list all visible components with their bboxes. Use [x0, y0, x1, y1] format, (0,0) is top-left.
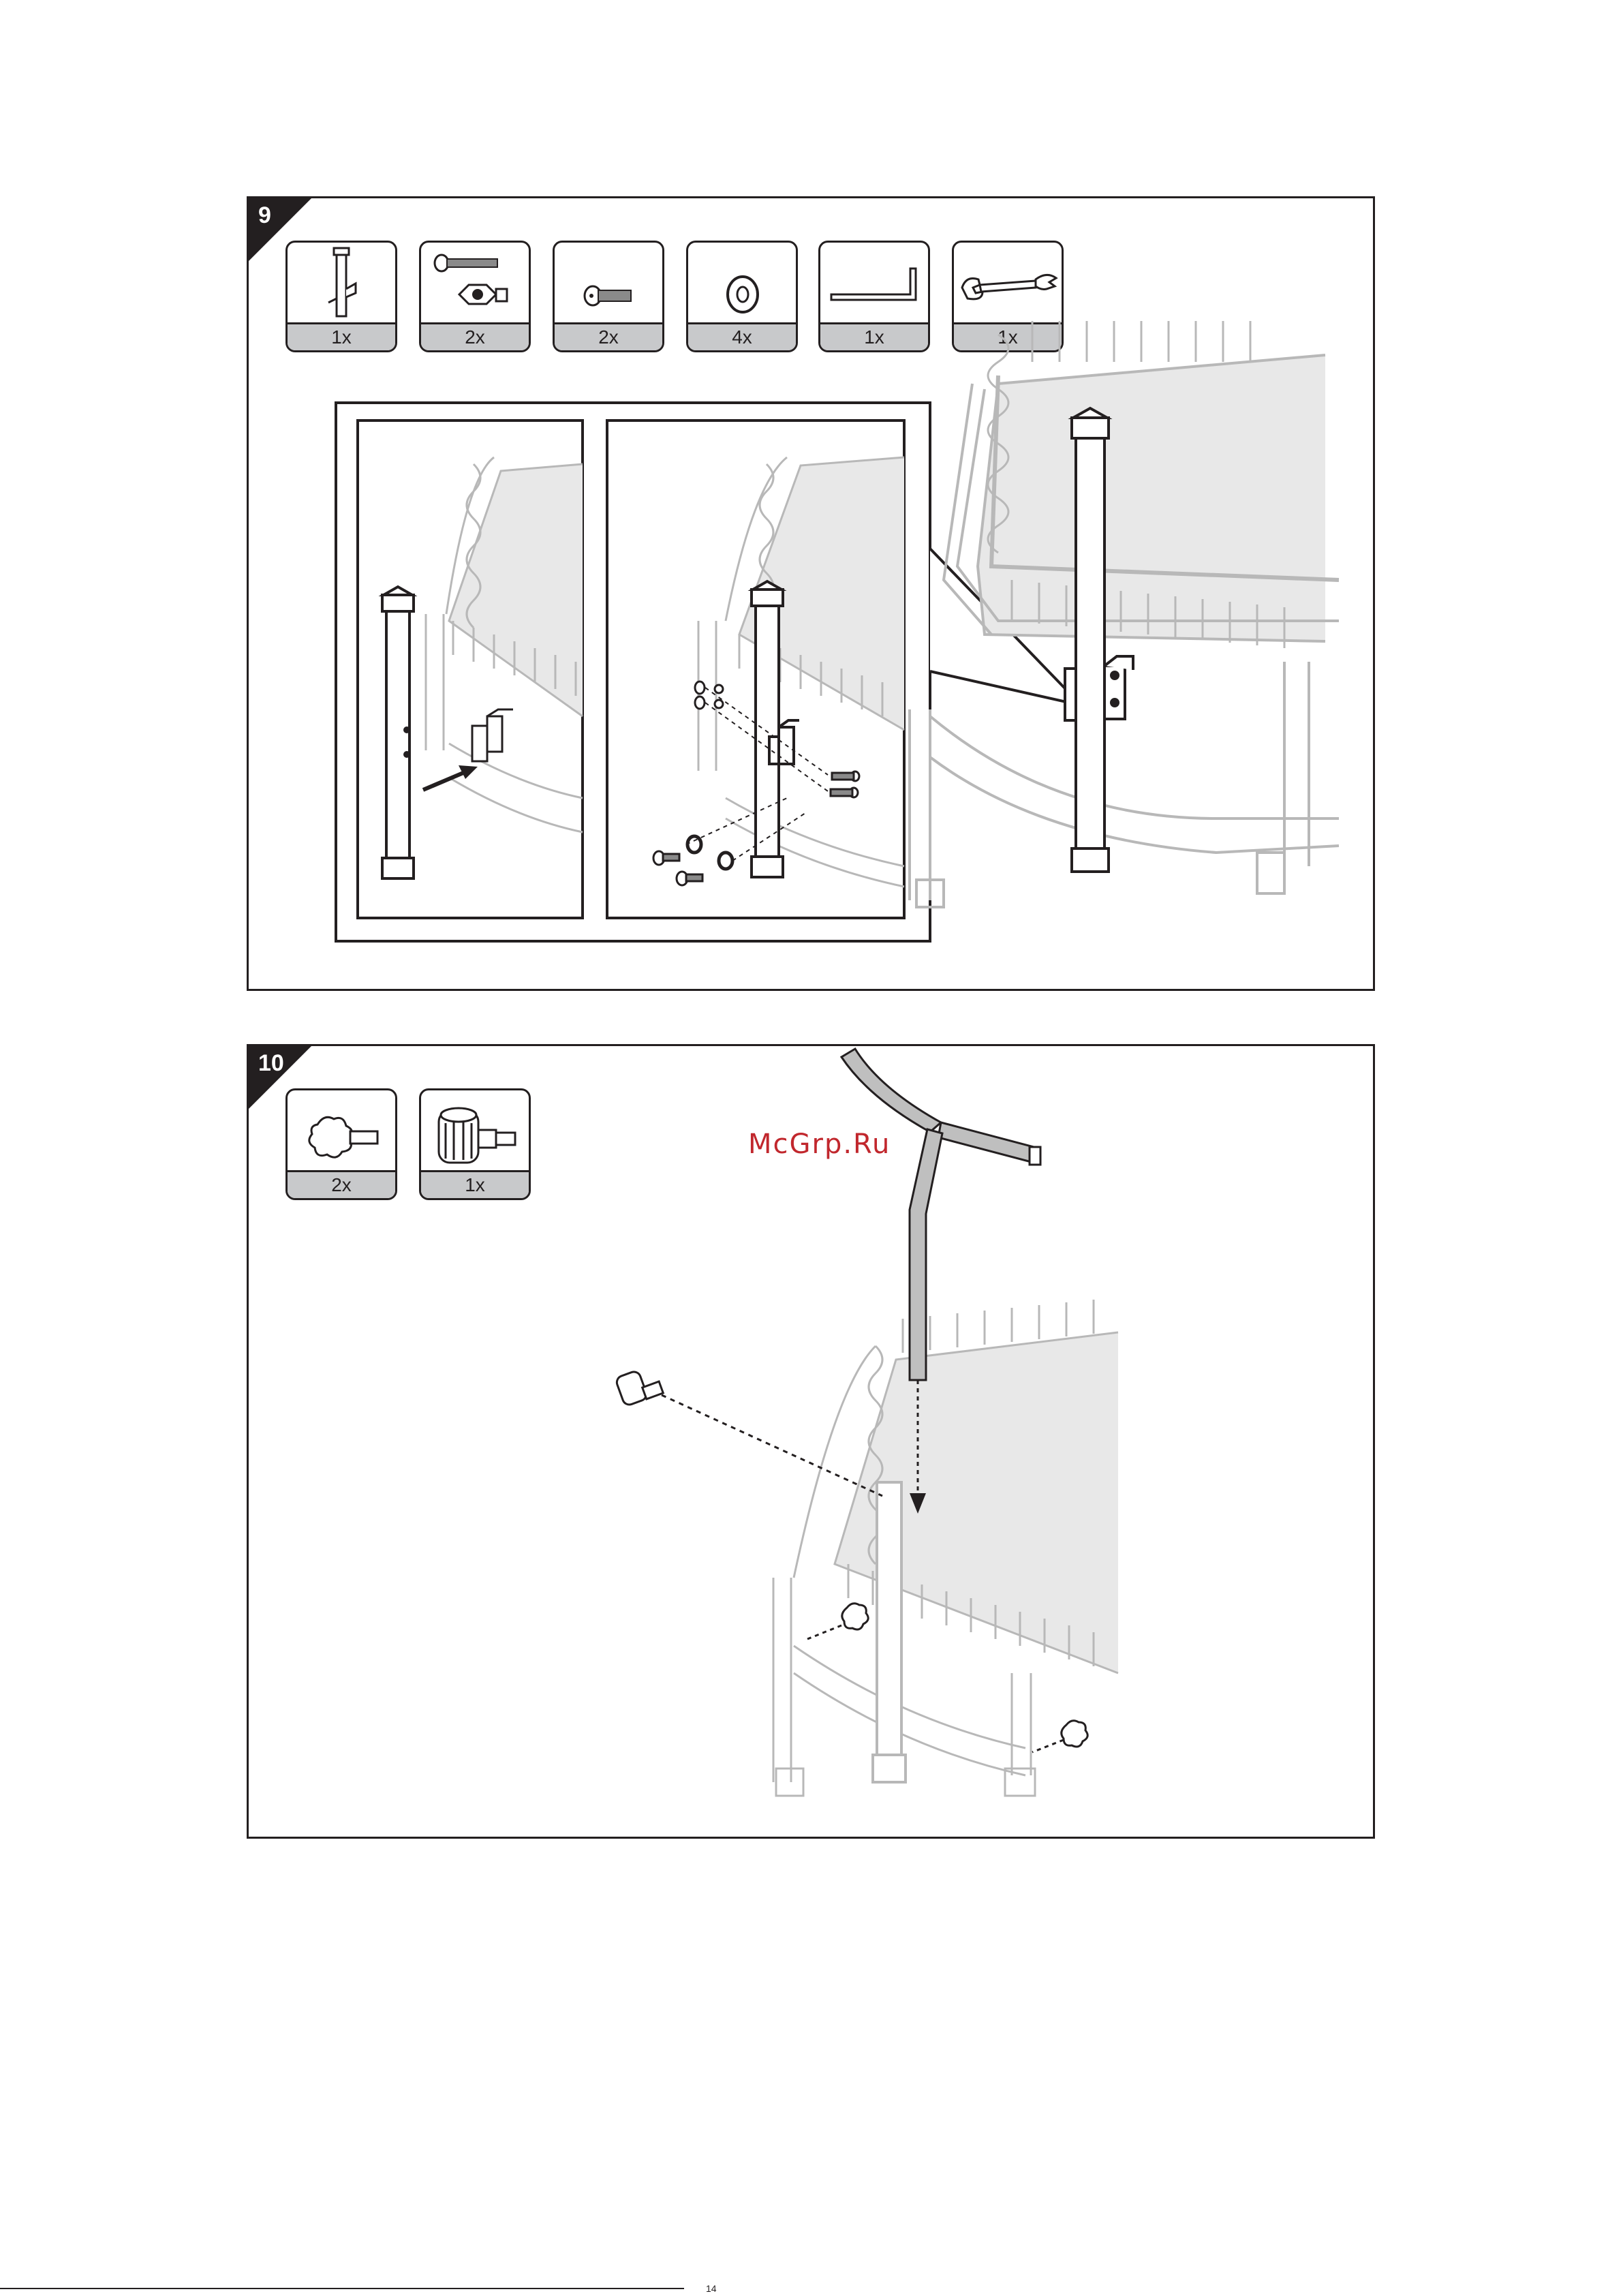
handlebar	[841, 1049, 1040, 1380]
page-number: 14	[706, 2283, 717, 2294]
footer-rule	[0, 2288, 684, 2289]
step-10-illustration	[249, 1046, 1373, 1837]
step-10-panel: 10 2x 1x	[247, 1044, 1375, 1839]
upright-post	[873, 1482, 906, 1782]
watermark: McGrp.Ru	[748, 1129, 891, 1160]
step-9-panel: 9 1x 2x 2x 4x	[247, 196, 1375, 991]
alignment-dashes	[807, 1625, 841, 1639]
knob-screw	[615, 1370, 664, 1407]
trampoline-frame	[773, 1300, 1118, 1796]
alignment-dashes	[662, 1395, 882, 1496]
alignment-dashes	[1032, 1740, 1064, 1752]
upright-post-left	[382, 587, 414, 878]
step-9-illustration	[249, 198, 1373, 989]
